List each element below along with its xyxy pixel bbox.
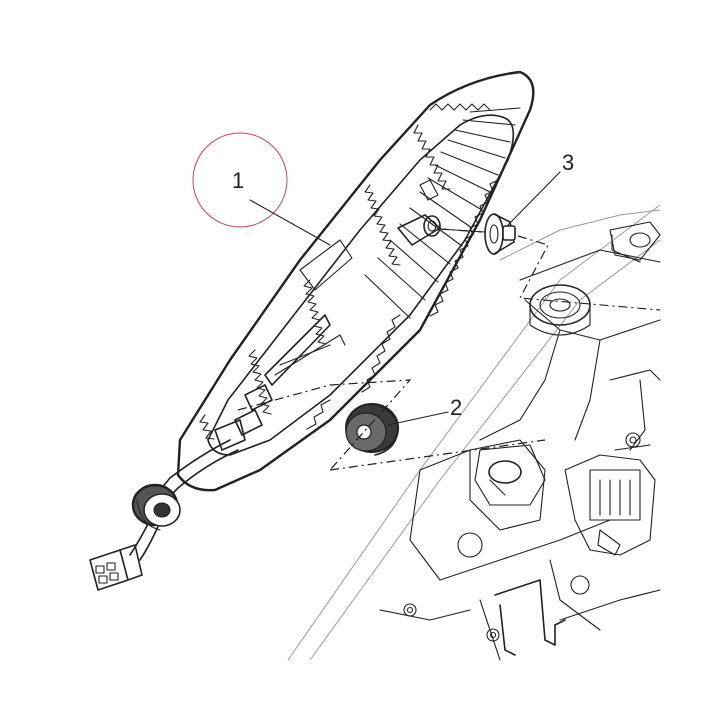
callout-3-leader	[507, 171, 561, 226]
callout-2-label: 2	[450, 395, 462, 420]
wire-clip	[564, 432, 656, 556]
callout-1-label: 1	[232, 168, 244, 193]
bracket	[403, 532, 590, 656]
callout-1-highlight	[192, 132, 288, 228]
connector-plug	[89, 544, 143, 591]
part-1-heater-assembly	[176, 70, 535, 492]
grommet-hole	[474, 444, 546, 506]
device-housing	[287, 204, 661, 661]
cable-grommet	[131, 483, 181, 531]
callout-3-label: 3	[562, 150, 574, 175]
assembly-lines	[237, 228, 661, 471]
callout-2-leader	[387, 411, 449, 426]
part-3-screw	[484, 213, 516, 255]
callout-1-leader	[249, 199, 331, 246]
part-2-grommet	[345, 403, 399, 456]
mounting-boss	[529, 284, 591, 336]
